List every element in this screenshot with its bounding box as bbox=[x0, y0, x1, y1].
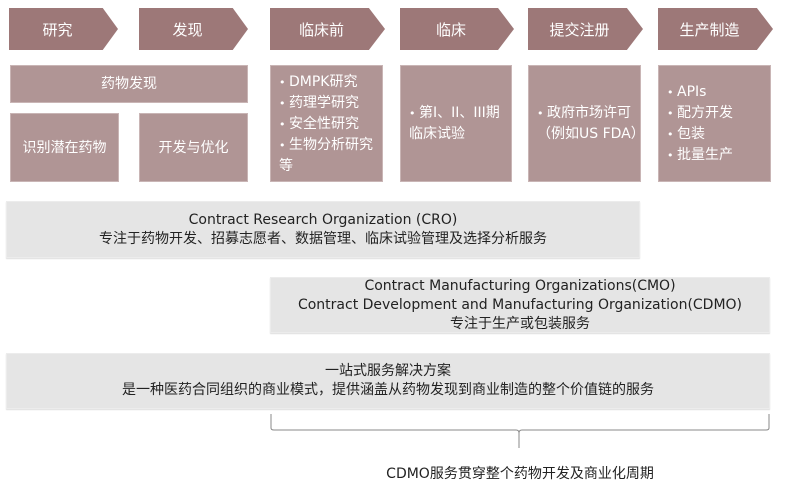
preclinical-item: DMPK研究 bbox=[279, 72, 382, 93]
preclinical-item: 药理学研究 bbox=[279, 93, 382, 114]
cmo-bar: Contract Manufacturing Organizations(CMO… bbox=[270, 277, 770, 333]
preclinical-item: 生物分析研究等 bbox=[279, 135, 382, 176]
cmo-title: Contract Manufacturing Organizations(CMO… bbox=[364, 277, 676, 294]
stage-registration: 提交注册 bbox=[528, 8, 643, 50]
stage-clinical: 临床 bbox=[400, 8, 514, 50]
stage-research: 研究 bbox=[9, 8, 118, 50]
manufacturing-item: 批量生产 bbox=[667, 145, 733, 166]
cdmo-title: Contract Development and Manufacturing O… bbox=[297, 296, 743, 313]
one-stop-bar: 一站式服务解决方案 是一种医药合同组织的商业模式，提供涵盖从药物发现到商业制造的… bbox=[6, 353, 770, 409]
registration-item: 政府市场许可（例如US FDA） bbox=[537, 103, 645, 144]
preclinical-item: 安全性研究 bbox=[279, 114, 382, 135]
one-stop-desc: 是一种医药合同组织的商业模式，提供涵盖从药物发现到商业制造的整个价值链的服务 bbox=[122, 382, 654, 398]
drug-discovery-box: 药物发现 bbox=[10, 65, 248, 103]
manufacturing-item: APIs bbox=[667, 82, 733, 103]
stage-discovery: 发现 bbox=[139, 8, 248, 50]
develop-optimize-box: 开发与优化 bbox=[139, 113, 248, 182]
identify-drug-box: 识别潜在药物 bbox=[10, 113, 119, 182]
cro-desc: 专注于药物开发、招募志愿者、数据管理、临床试验管理及选择分析服务 bbox=[99, 230, 547, 247]
preclinical-box: DMPK研究 药理学研究 安全性研究 生物分析研究等 bbox=[270, 65, 383, 182]
manufacturing-box: APIs 配方开发 包装 批量生产 bbox=[658, 65, 771, 182]
manufacturing-item: 配方开发 bbox=[667, 103, 733, 124]
clinical-item: 第I、II、III期临床试验 bbox=[409, 103, 511, 144]
cro-bar: Contract Research Organization (CRO) 专注于… bbox=[6, 201, 640, 258]
registration-box: 政府市场许可（例如US FDA） bbox=[528, 65, 645, 182]
stage-preclinical: 临床前 bbox=[270, 8, 385, 50]
manufacturing-item: 包装 bbox=[667, 124, 733, 145]
one-stop-title: 一站式服务解决方案 bbox=[325, 363, 451, 379]
stage-manufacturing: 生产制造 bbox=[658, 8, 773, 50]
clinical-box: 第I、II、III期临床试验 bbox=[400, 65, 512, 182]
cro-title: Contract Research Organization (CRO) bbox=[188, 211, 458, 228]
cmo-desc: 专注于生产或包装服务 bbox=[450, 315, 590, 332]
cdmo-caption: CDMO服务贯穿整个药物开发及商业化周期 bbox=[386, 466, 654, 482]
